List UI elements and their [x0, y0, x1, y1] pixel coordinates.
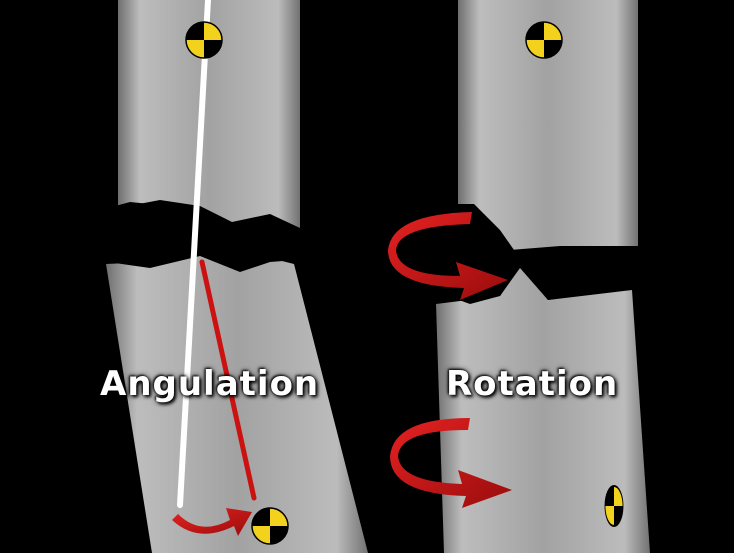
angulation-red-axis-line — [199, 259, 257, 501]
angulation-upper-fragment — [118, 0, 300, 228]
angulation-fracture-gap — [108, 202, 300, 272]
marker-top-left-icon — [185, 21, 223, 59]
rotation-upper-fragment — [458, 0, 638, 250]
rotation-upper-curved-arrow-icon — [388, 212, 508, 300]
angulation-bone — [106, 0, 368, 553]
rotation-lower-fragment — [436, 266, 650, 553]
angulation-label: Angulation — [100, 364, 320, 404]
marker-bottom-left-icon — [251, 507, 289, 545]
rotation-lower-curved-arrow-icon — [390, 418, 512, 508]
marker-bottom-right-rotated-icon — [604, 485, 624, 527]
marker-top-right-icon — [525, 21, 563, 59]
angulation-curved-arrow-icon — [172, 508, 252, 536]
rotation-label: Rotation — [446, 364, 619, 404]
angulation-white-axis-line — [177, 0, 211, 508]
rotation-bone — [388, 0, 650, 553]
angulation-lower-fragment — [106, 252, 368, 553]
